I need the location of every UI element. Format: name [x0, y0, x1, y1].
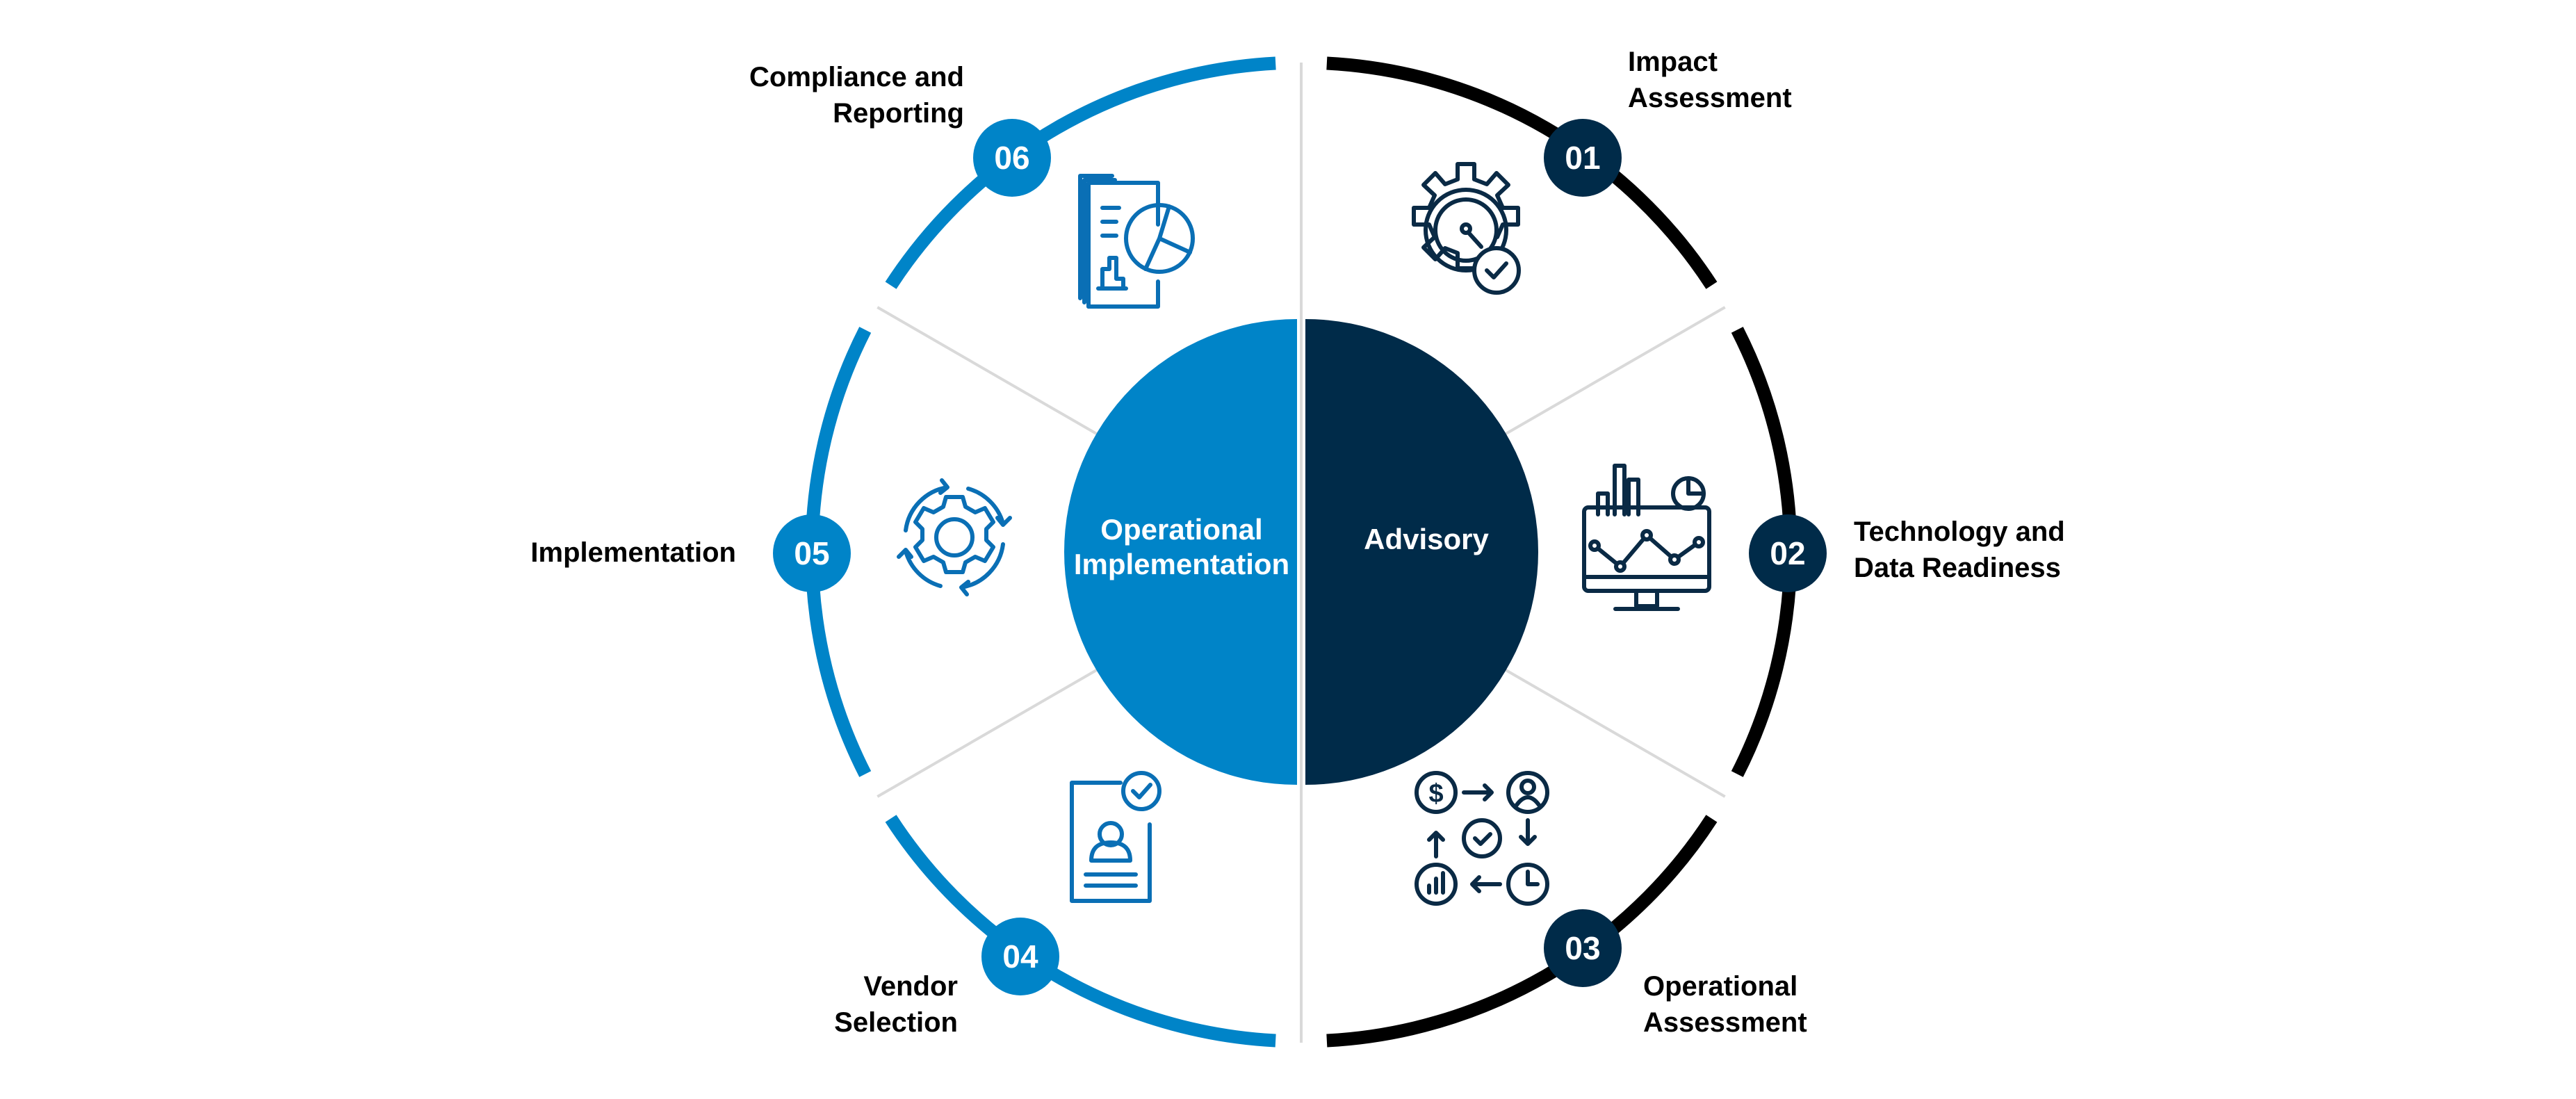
sector-divider	[877, 669, 1098, 798]
step-label-04-line1: Vendor	[863, 971, 958, 1002]
step-label-05: Implementation	[530, 537, 736, 568]
ring-arc-04	[885, 815, 1276, 1048]
step-label-01-line2: Assessment	[1628, 83, 1792, 113]
svg-text:03: 03	[1565, 930, 1600, 966]
sector-dividers	[877, 306, 1726, 798]
svg-text:04: 04	[1002, 938, 1038, 975]
center-right-label: Advisory	[1364, 523, 1489, 555]
step-badge-04: 04	[981, 918, 1059, 995]
svg-text:02: 02	[1770, 535, 1805, 571]
step-badge-06: 06	[973, 119, 1051, 197]
step-badge-03: 03	[1544, 909, 1622, 987]
svg-text:06: 06	[994, 140, 1029, 176]
process-cycle-icon: $	[1415, 771, 1549, 906]
step-label-03-line1: Operational	[1643, 971, 1798, 1002]
svg-text:05: 05	[794, 535, 829, 571]
step-label-01-line1: Impact	[1628, 47, 1718, 77]
svg-text:01: 01	[1565, 140, 1600, 176]
gear-gauge-check-icon	[1412, 162, 1521, 295]
svg-text:$: $	[1428, 779, 1443, 808]
step-badge-01: 01	[1544, 119, 1622, 197]
ring-arc-06	[885, 56, 1276, 289]
step-label-02-line2: Data Readiness	[1854, 553, 2061, 583]
step-badge-05: 05	[773, 514, 851, 592]
step-label-04-line2: Selection	[834, 1007, 958, 1038]
sector-divider	[877, 306, 1098, 435]
advisory-half	[1305, 319, 1538, 785]
sector-divider	[1505, 669, 1726, 798]
center-left-label-line2: Implementation	[1074, 548, 1289, 580]
certified-profile-icon	[1070, 771, 1161, 903]
step-label-03-line2: Assessment	[1643, 1007, 1807, 1038]
step-badge-02: 02	[1749, 514, 1827, 592]
step-label-06-line1: Compliance and	[749, 62, 964, 92]
operational-implementation-half	[1064, 319, 1297, 785]
sector-divider	[1505, 306, 1726, 435]
report-documents-icon	[1078, 174, 1195, 309]
center-left-label-line1: Operational	[1100, 513, 1262, 546]
step-label-02-line1: Technology and	[1854, 516, 2065, 547]
step-label-06-line2: Reporting	[833, 98, 964, 129]
monitor-analytics-icon	[1582, 464, 1711, 611]
ring-arc-03	[1326, 815, 1718, 1048]
ring-arc-01	[1326, 56, 1718, 289]
gear-refresh-icon	[897, 478, 1012, 596]
